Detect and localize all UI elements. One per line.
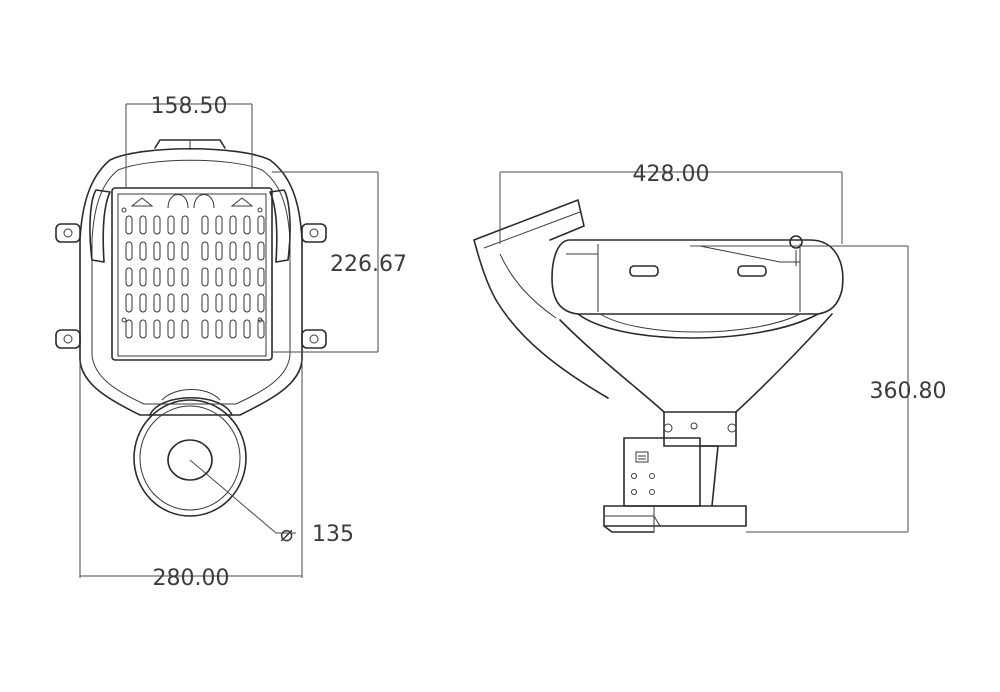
dim-side-height: 360.80: [870, 379, 947, 404]
grille-slot: [167, 319, 175, 339]
mount-ear-right-upper: [301, 223, 327, 243]
grille-slot: [243, 319, 251, 339]
grille-slot: [243, 267, 251, 287]
grille-slot: [153, 241, 161, 261]
front-view: [55, 139, 327, 517]
front-nozzle-outer: [133, 399, 247, 517]
grille-slot: [181, 215, 189, 235]
grille-slot: [153, 293, 161, 313]
side-chute: [473, 199, 585, 241]
grille-slot: [215, 267, 223, 287]
lid-knob: [789, 235, 803, 249]
grille-slot: [215, 293, 223, 313]
grille-slot: [153, 267, 161, 287]
left-grip: [89, 189, 111, 263]
grille-slot: [229, 293, 237, 313]
grille-slot: [229, 319, 237, 339]
side-motor-block: [623, 437, 701, 507]
grille-slot: [229, 215, 237, 235]
side-funnel: [559, 319, 665, 413]
grille-slot: [153, 215, 161, 235]
grille-slot: [215, 241, 223, 261]
grille-slot: [257, 319, 265, 339]
grille-slot: [243, 241, 251, 261]
grille-slot: [243, 293, 251, 313]
grille-slot: [201, 293, 209, 313]
grille-slot: [125, 319, 133, 339]
grille-slot: [125, 241, 133, 261]
dim-diameter-value: 135: [312, 522, 354, 547]
front-neck: [149, 397, 233, 416]
grille-slot: [139, 319, 147, 339]
grille-slot: [167, 267, 175, 287]
side-view: [473, 199, 844, 533]
grille-slot: [139, 293, 147, 313]
grille-slot: [181, 241, 189, 261]
right-grip: [269, 189, 291, 263]
latch-left: [629, 265, 659, 277]
grille-slot: [125, 215, 133, 235]
grille-slot: [139, 215, 147, 235]
grille-slot: [215, 319, 223, 339]
grille-slot: [181, 319, 189, 339]
side-dimensions: 428.00 360.80: [499, 162, 947, 533]
grille-slot: [139, 241, 147, 261]
side-hopper-body: [551, 239, 844, 315]
side-spreader-disc: [603, 505, 747, 527]
grille-slot: [229, 241, 237, 261]
grille-slot: [201, 215, 209, 235]
grille-slot: [167, 241, 175, 261]
front-dimensions: 158.50 226.67 ⌀ 135 280.00: [79, 94, 407, 591]
grille-slots: [125, 215, 265, 339]
grille-slot: [153, 319, 161, 339]
grille-slot: [243, 215, 251, 235]
grille-slot: [257, 241, 265, 261]
grille-slot: [167, 293, 175, 313]
grille-slot: [181, 293, 189, 313]
grille-slot: [201, 241, 209, 261]
dim-front-height: 226.67: [330, 252, 407, 277]
grille-slot: [201, 319, 209, 339]
dim-front-overall-width: 280.00: [153, 566, 230, 591]
mount-ear-right-lower: [301, 329, 327, 349]
grille-slot: [257, 215, 265, 235]
front-nozzle-bore: [167, 439, 213, 481]
grille-slot: [201, 267, 209, 287]
front-grille-frame: [111, 187, 273, 361]
grille-slot: [215, 215, 223, 235]
grille-slot: [257, 293, 265, 313]
grille-slot: [125, 293, 133, 313]
mount-ear-left-upper: [55, 223, 81, 243]
grille-slot: [181, 267, 189, 287]
grille-slot: [257, 267, 265, 287]
grille-slot: [229, 267, 237, 287]
dim-side-length: 428.00: [633, 162, 710, 187]
dim-diameter-symbol: ⌀: [280, 522, 293, 547]
latch-right: [737, 265, 767, 277]
front-housing-inner: [91, 159, 291, 405]
grille-slot: [167, 215, 175, 235]
dim-front-top-width: 158.50: [151, 94, 228, 119]
grille-slot: [139, 267, 147, 287]
mount-ear-left-lower: [55, 329, 81, 349]
grille-slot: [125, 267, 133, 287]
